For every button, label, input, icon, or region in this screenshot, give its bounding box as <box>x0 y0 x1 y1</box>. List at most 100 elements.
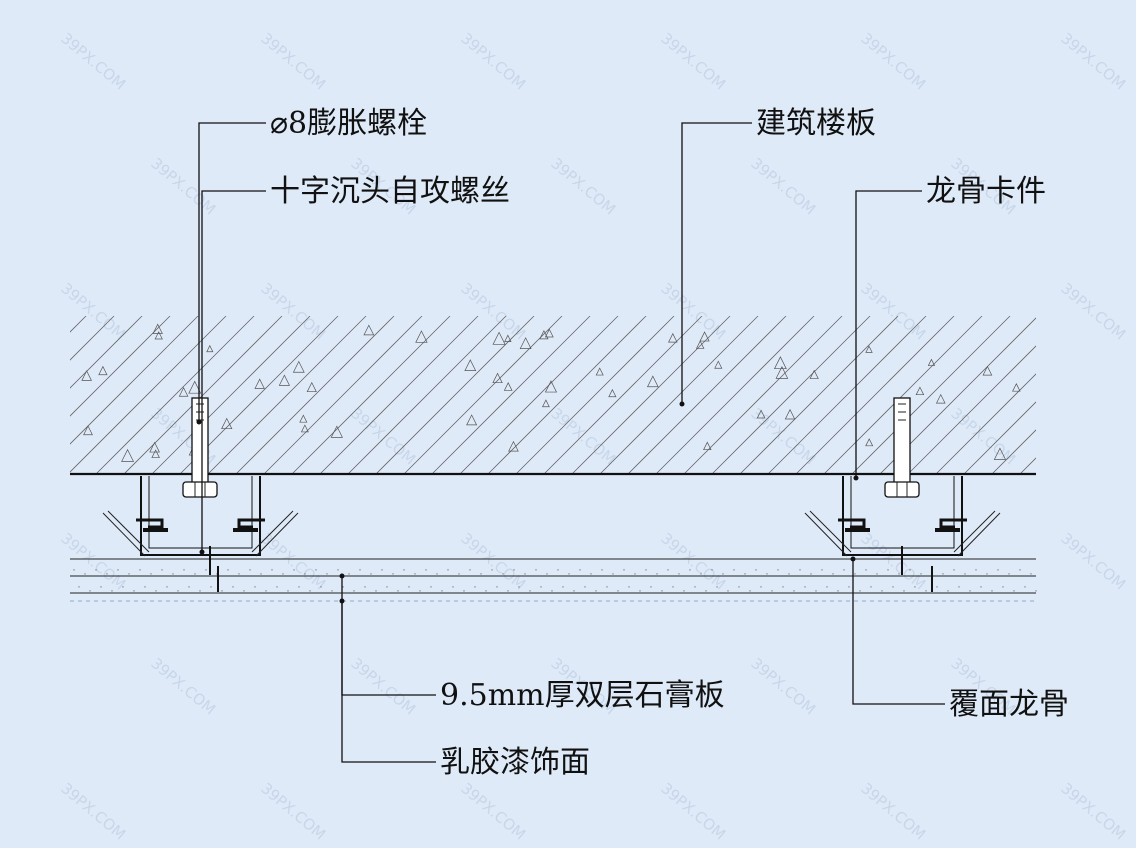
board-dot <box>359 569 361 571</box>
board-dot <box>139 569 141 571</box>
board-dot <box>848 586 850 588</box>
clip-wing-left-outer <box>102 512 146 557</box>
aggregate-mark <box>503 382 513 391</box>
board-dot <box>161 569 163 571</box>
board-dot <box>447 569 449 571</box>
aggregate-mark <box>149 441 160 453</box>
board-dot <box>254 586 256 588</box>
aggregate-mark <box>278 374 291 386</box>
board-dot <box>876 573 878 575</box>
hatch-line <box>0 316 58 474</box>
board-dot <box>111 590 113 592</box>
board-dot <box>183 569 185 571</box>
board-dot <box>639 590 641 592</box>
watermark-text: 39PX.COM <box>57 29 129 93</box>
board-dot <box>106 573 108 575</box>
board-dot <box>73 569 75 571</box>
board-dot <box>645 569 647 571</box>
aggregate-mark <box>504 334 512 342</box>
board-dot <box>122 586 124 588</box>
board-dot <box>1008 573 1010 575</box>
board-dot <box>1024 586 1026 588</box>
cover-keel-profile-left <box>136 518 164 529</box>
board-dot <box>672 586 674 588</box>
board-dot <box>535 569 537 571</box>
board-dot <box>1035 590 1037 592</box>
watermark-text: 39PX.COM <box>257 529 329 593</box>
board-dot <box>188 586 190 588</box>
board-dot <box>771 590 773 592</box>
board-dot <box>969 590 971 592</box>
hatch-line <box>70 316 227 473</box>
aggregate-mark <box>178 386 189 397</box>
board-dot <box>507 590 509 592</box>
aggregate-mark <box>415 330 428 343</box>
aggregate-mark <box>508 440 519 452</box>
watermark-text: 39PX.COM <box>1057 529 1129 593</box>
board-dot <box>903 590 905 592</box>
hatch-line <box>70 316 171 417</box>
board-dot <box>260 573 262 575</box>
board-dot <box>689 569 691 571</box>
hatch-line <box>991 429 1036 474</box>
aggregate-mark <box>188 380 202 394</box>
board-dot <box>1002 586 1004 588</box>
bolt-nut-left <box>182 481 218 498</box>
board-dot <box>293 569 295 571</box>
board-dot <box>892 586 894 588</box>
watermark-text: 39PX.COM <box>747 154 819 218</box>
board-dot <box>199 590 201 592</box>
board-dot <box>232 586 234 588</box>
expansion-bolt-left <box>191 397 209 485</box>
board-dot <box>936 586 938 588</box>
board-dot <box>353 590 355 592</box>
aggregate-mark <box>865 438 874 447</box>
leader-expansion-bolt <box>198 122 266 422</box>
aggregate-mark <box>595 367 604 376</box>
watermark-text: 39PX.COM <box>457 279 529 343</box>
aggregate-mark <box>773 356 787 370</box>
watermark-text: 39PX.COM <box>857 529 929 593</box>
aggregate-mark <box>695 340 705 349</box>
aggregate-mark <box>539 329 549 340</box>
watermark-text: 39PX.COM <box>747 654 819 718</box>
board-dot <box>859 590 861 592</box>
board-dot <box>414 573 416 575</box>
hatch-line <box>70 316 87 333</box>
watermark-text: 39PX.COM <box>257 779 329 843</box>
board-dot <box>425 569 427 571</box>
aggregate-mark <box>221 417 233 430</box>
aggregate-mark <box>775 366 789 379</box>
fixing-assembly-left <box>102 397 299 592</box>
hatch-line <box>95 316 255 474</box>
watermark-text: 39PX.COM <box>457 29 529 93</box>
hatch-line <box>739 316 899 474</box>
board-dot <box>1019 569 1021 571</box>
aggregate-mark <box>544 380 558 393</box>
watermark-text: 39PX.COM <box>147 154 219 218</box>
board-dot <box>282 573 284 575</box>
aggregate-mark <box>299 414 308 423</box>
board-dot <box>821 569 823 571</box>
watermark-text: 39PX.COM <box>1057 29 1129 93</box>
board-dot <box>964 573 966 575</box>
board-dot <box>991 590 993 592</box>
board-dot <box>749 590 751 592</box>
aggregate-mark <box>915 386 925 396</box>
aggregate-mark <box>492 372 503 384</box>
board-dot <box>485 590 487 592</box>
aggregate-mark <box>151 449 160 458</box>
board-dot <box>298 586 300 588</box>
aggregate-mark <box>81 370 92 381</box>
board-dot <box>925 590 927 592</box>
board-dot <box>683 590 685 592</box>
slab-aggregate <box>81 323 1021 462</box>
leader-cover-keel <box>852 559 945 705</box>
aggregate-mark <box>646 375 659 388</box>
watermark-text: 39PX.COM <box>347 654 419 718</box>
aggregate-mark <box>519 337 532 349</box>
board-dot <box>980 586 982 588</box>
aggregate-mark <box>492 331 506 345</box>
board-dot <box>650 586 652 588</box>
